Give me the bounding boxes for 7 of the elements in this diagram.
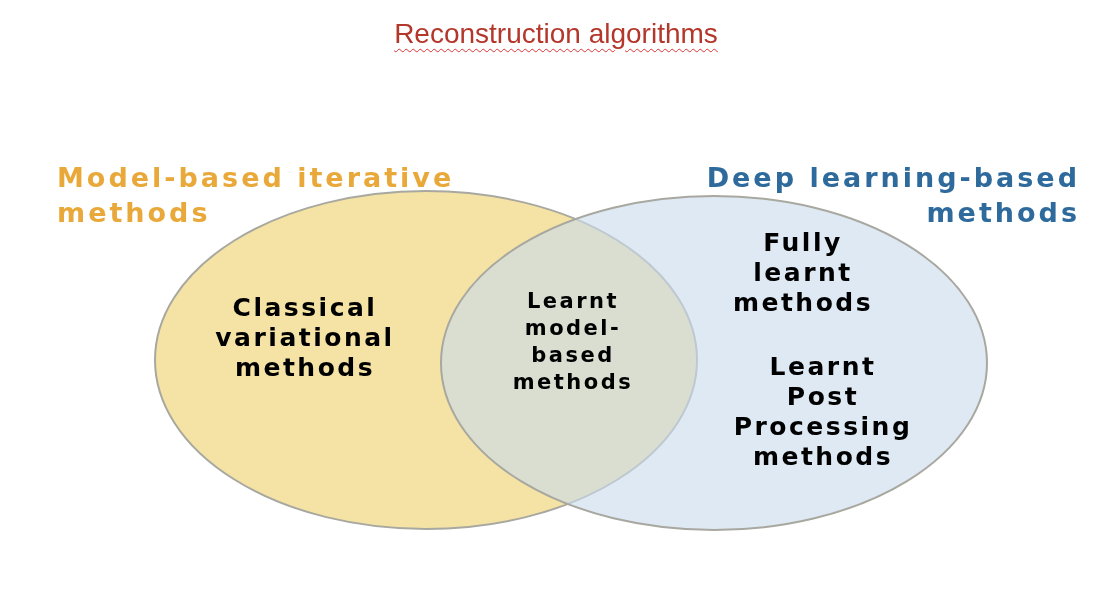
set-member-label: Classical variational methods [214, 293, 396, 383]
set-heading: Model-based iterative methods [57, 161, 456, 230]
set-member-label: Learnt Post Processing methods [732, 352, 914, 472]
set-heading: Deep learning-based methods [705, 161, 1080, 230]
title: Reconstruction algorithms [394, 18, 718, 49]
set-member-label: Fully learnt methods [731, 228, 875, 318]
overlap-label: Learnt model-based methods [511, 288, 635, 396]
